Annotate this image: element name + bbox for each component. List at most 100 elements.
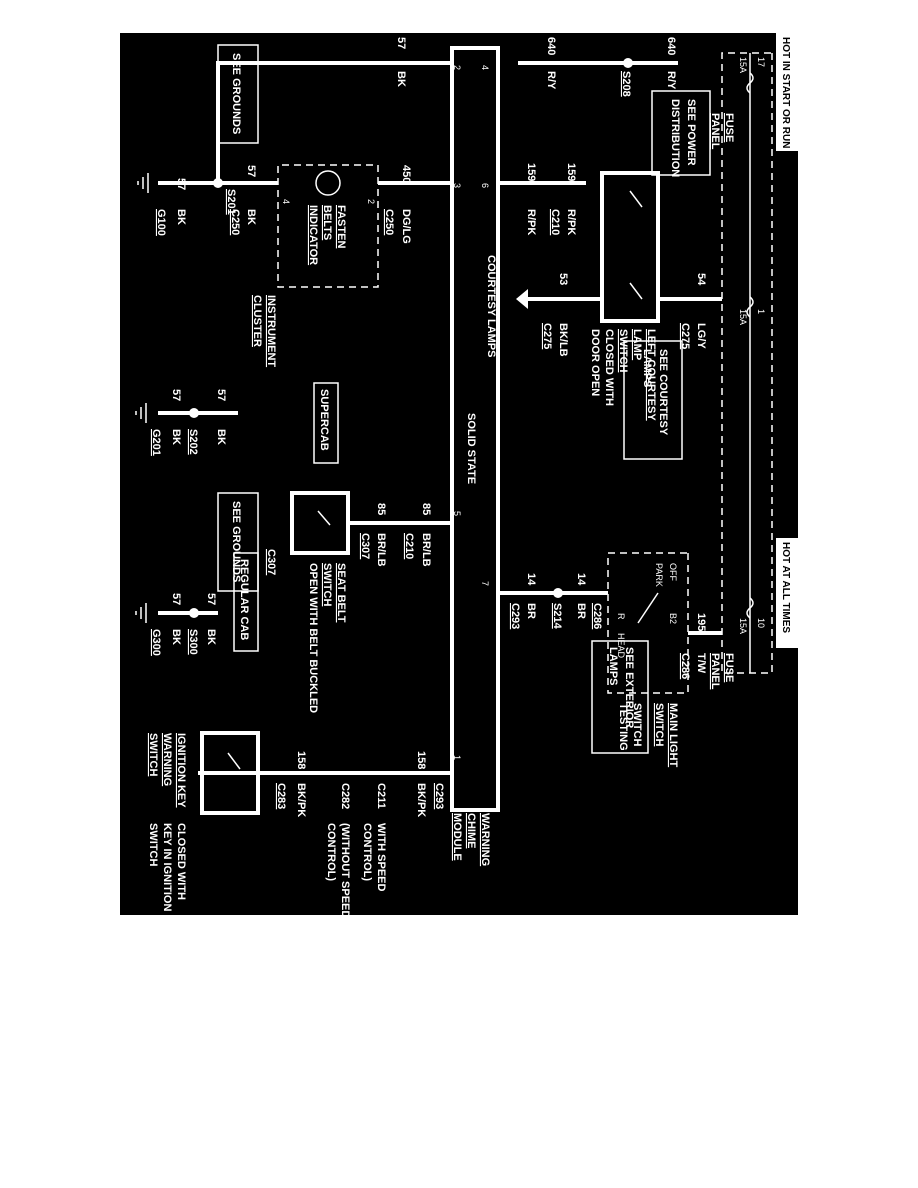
warning-chime-module: SOLID STATE 4 2 3 6 5 7 1 WARNING CHIME … bbox=[450, 46, 500, 866]
svg-text:R/Y: R/Y bbox=[545, 71, 557, 90]
svg-text:CLOSED WITH: CLOSED WITH bbox=[603, 329, 615, 406]
svg-text:CLOSED WITH: CLOSED WITH bbox=[175, 823, 187, 900]
svg-text:BR: BR bbox=[525, 603, 537, 619]
svg-text:C211: C211 bbox=[375, 783, 387, 809]
svg-text:FUSE: FUSE bbox=[723, 653, 735, 682]
svg-text:57: 57 bbox=[205, 593, 217, 605]
svg-text:LAMPS: LAMPS bbox=[641, 349, 653, 388]
svg-text:G201: G201 bbox=[150, 429, 162, 456]
svg-text:DG/LG: DG/LG bbox=[400, 209, 412, 244]
svg-text:BK: BK bbox=[170, 429, 182, 445]
svg-text:OPEN WITH BELT BUCKLED: OPEN WITH BELT BUCKLED bbox=[307, 563, 319, 713]
svg-text:15A: 15A bbox=[738, 309, 748, 325]
svg-text:C275: C275 bbox=[679, 323, 691, 349]
header-hot-start-run: HOT IN START OR RUN bbox=[776, 33, 798, 151]
svg-text:DOOR OPEN: DOOR OPEN bbox=[589, 329, 601, 396]
svg-text:57: 57 bbox=[215, 389, 227, 401]
svg-text:G300: G300 bbox=[150, 629, 162, 656]
svg-text:158: 158 bbox=[415, 751, 427, 769]
svg-text:FUSE: FUSE bbox=[723, 113, 735, 142]
svg-text:C282: C282 bbox=[339, 783, 351, 809]
svg-text:2: 2 bbox=[366, 199, 376, 204]
svg-text:15A: 15A bbox=[738, 618, 748, 634]
ground-g300-icon bbox=[135, 603, 147, 623]
svg-text:4: 4 bbox=[480, 65, 490, 70]
svg-text:C283: C283 bbox=[275, 783, 287, 809]
svg-text:BK/PK: BK/PK bbox=[415, 783, 427, 817]
svg-text:TESTING: TESTING bbox=[617, 703, 629, 751]
switch-contact-icon bbox=[227, 752, 241, 770]
arrow-to-courtesy-lamps-icon bbox=[516, 289, 528, 309]
svg-text:SEAT BELT: SEAT BELT bbox=[335, 563, 347, 623]
see-power-distribution-box: SEE POWER DISTRIBUTION bbox=[651, 90, 711, 177]
svg-text:S201: S201 bbox=[225, 189, 237, 215]
svg-text:159: 159 bbox=[565, 163, 577, 181]
svg-text:BK: BK bbox=[170, 629, 182, 645]
svg-text:640: 640 bbox=[545, 37, 557, 55]
svg-text:3: 3 bbox=[452, 183, 462, 188]
svg-text:2: 2 bbox=[452, 65, 462, 70]
svg-text:SWITCH: SWITCH bbox=[147, 733, 159, 776]
svg-text:CONTROL): CONTROL) bbox=[361, 823, 373, 881]
main-light-switch: OFF PARK HEAD B2 R MAIN LIGHT SWITCH SWI… bbox=[607, 552, 689, 767]
svg-text:R/Y: R/Y bbox=[665, 71, 677, 90]
svg-text:MODULE: MODULE bbox=[451, 813, 463, 861]
svg-text:85: 85 bbox=[420, 503, 432, 515]
svg-text:SEE POWER: SEE POWER bbox=[685, 99, 697, 166]
svg-text:COURTESY LAMPS: COURTESY LAMPS bbox=[485, 255, 497, 357]
rotary-contact-icon bbox=[637, 592, 659, 624]
svg-text:INSTRUMENT: INSTRUMENT bbox=[265, 295, 277, 367]
splice-s300 bbox=[189, 608, 199, 618]
svg-text:B2: B2 bbox=[668, 613, 678, 624]
svg-text:R/PK: R/PK bbox=[525, 209, 537, 235]
wiring-diagram: HOT IN START OR RUN HOT AT ALL TIMES 17 … bbox=[135, 33, 798, 915]
ignition-key-warning-switch: IGNITION KEY WARNING SWITCH CLOSED WITH … bbox=[147, 731, 260, 911]
svg-text:158: 158 bbox=[295, 751, 307, 769]
svg-text:S202: S202 bbox=[187, 429, 199, 455]
svg-text:450: 450 bbox=[400, 165, 412, 183]
svg-text:SWITCH: SWITCH bbox=[631, 703, 643, 746]
svg-text:C275: C275 bbox=[541, 323, 553, 349]
svg-text:LEFT COURTESY: LEFT COURTESY bbox=[645, 329, 657, 421]
svg-text:G100: G100 bbox=[155, 209, 167, 236]
svg-text:BR: BR bbox=[575, 603, 587, 619]
svg-text:PARK: PARK bbox=[654, 563, 664, 587]
svg-text:54: 54 bbox=[695, 273, 707, 286]
svg-text:LG/Y: LG/Y bbox=[695, 323, 707, 349]
svg-text:T/W: T/W bbox=[695, 653, 707, 674]
see-grounds-box-2: SEE GROUNDS bbox=[217, 492, 259, 592]
svg-text:SEE EXTERIOR: SEE EXTERIOR bbox=[623, 647, 635, 728]
svg-text:14: 14 bbox=[575, 573, 587, 586]
svg-text:53: 53 bbox=[557, 273, 569, 285]
svg-text:BK: BK bbox=[205, 629, 217, 645]
svg-text:C307: C307 bbox=[359, 533, 371, 559]
svg-text:PANEL: PANEL bbox=[709, 113, 721, 150]
see-exterior-lamps-box: SEE EXTERIOR LAMPS bbox=[591, 640, 649, 754]
svg-text:C293: C293 bbox=[509, 603, 521, 629]
svg-text:BK: BK bbox=[395, 71, 407, 87]
svg-text:SWITCH: SWITCH bbox=[653, 703, 665, 746]
svg-text:CHIME: CHIME bbox=[465, 813, 477, 848]
svg-text:IGNITION KEY: IGNITION KEY bbox=[175, 733, 187, 808]
svg-text:BELTS: BELTS bbox=[321, 205, 333, 240]
svg-text:10: 10 bbox=[756, 618, 766, 628]
seatbelt-indicator-icon bbox=[315, 170, 341, 196]
svg-text:57: 57 bbox=[170, 389, 182, 401]
svg-text:57: 57 bbox=[245, 165, 257, 177]
svg-text:SOLID STATE: SOLID STATE bbox=[465, 413, 477, 484]
svg-text:LAMPS: LAMPS bbox=[607, 647, 619, 686]
svg-text:WARNING: WARNING bbox=[161, 733, 173, 786]
svg-text:MAIN LIGHT: MAIN LIGHT bbox=[667, 703, 679, 767]
splice-s202 bbox=[189, 408, 199, 418]
svg-text:FASTEN: FASTEN bbox=[335, 205, 347, 248]
switch-contact-icon bbox=[317, 510, 331, 526]
svg-text:PANEL: PANEL bbox=[709, 653, 721, 690]
ground-g201-icon bbox=[135, 403, 147, 423]
svg-text:C286: C286 bbox=[591, 603, 603, 629]
svg-text:4: 4 bbox=[281, 199, 291, 204]
svg-text:S300: S300 bbox=[187, 629, 199, 655]
svg-text:SWITCH: SWITCH bbox=[617, 329, 629, 372]
svg-text:C250: C250 bbox=[229, 209, 241, 235]
svg-text:DISTRIBUTION: DISTRIBUTION bbox=[669, 99, 681, 177]
svg-text:(WITHOUT SPEED: (WITHOUT SPEED bbox=[339, 823, 351, 915]
